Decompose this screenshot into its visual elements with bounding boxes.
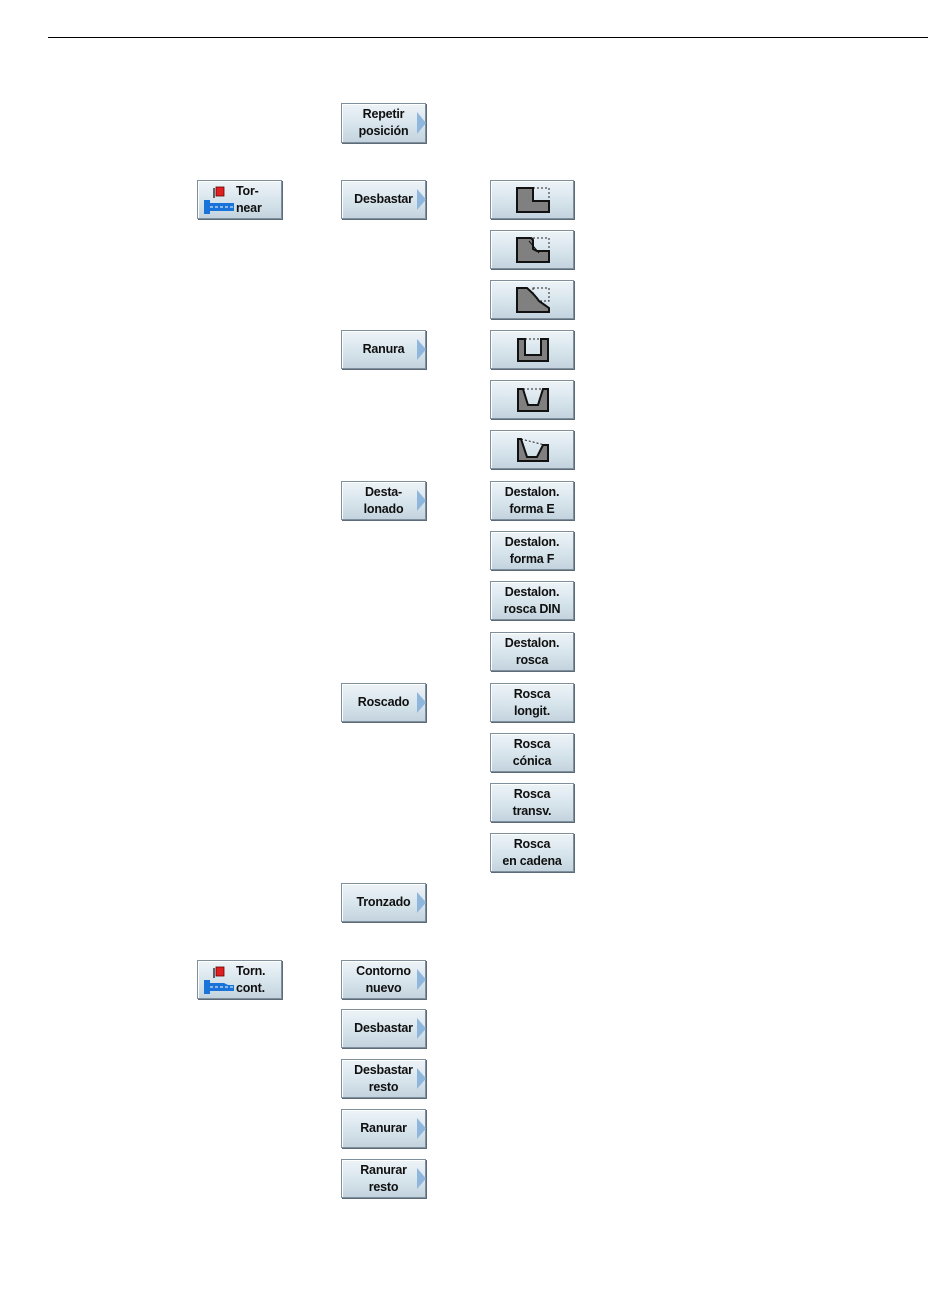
desbastar-radius-softkey[interactable] bbox=[490, 280, 574, 319]
ranurar-resto-label: Ranurar resto bbox=[342, 1160, 425, 1197]
rosca-en-cadena-label: Rosca en cadena bbox=[491, 834, 573, 871]
rosca-conica-label: Rosca cónica bbox=[491, 734, 573, 771]
ranura-rect-softkey[interactable] bbox=[490, 330, 574, 369]
header-rule bbox=[48, 37, 928, 38]
ranurar-softkey[interactable]: Ranurar bbox=[341, 1109, 426, 1148]
destalon-rosca-din-label: Destalon. rosca DIN bbox=[491, 582, 573, 619]
tornear-label: Tor- near bbox=[236, 181, 281, 218]
lathe-icon bbox=[202, 185, 236, 215]
desbastar-label: Desbastar bbox=[342, 181, 425, 218]
rosca-transv-label: Rosca transv. bbox=[491, 784, 573, 821]
tronzado-softkey[interactable]: Tronzado bbox=[341, 883, 426, 922]
contorno-nuevo-label: Contorno nuevo bbox=[342, 961, 425, 998]
rect-stock-icon bbox=[515, 187, 551, 213]
tronzado-label: Tronzado bbox=[342, 884, 425, 921]
groove-rect-icon bbox=[515, 337, 551, 363]
desbastar-contour-label: Desbastar bbox=[342, 1010, 425, 1047]
desbastar-chamfer-softkey[interactable] bbox=[490, 230, 574, 269]
contorno-nuevo-softkey[interactable]: Contorno nuevo bbox=[341, 960, 426, 999]
roscado-softkey[interactable]: Roscado bbox=[341, 683, 426, 722]
destalonado-label: Desta- lonado bbox=[342, 482, 425, 519]
ranura-taper-softkey[interactable] bbox=[490, 430, 574, 469]
rosca-longit-label: Rosca longit. bbox=[491, 684, 573, 721]
lathe-contour-icon bbox=[202, 965, 236, 995]
ranurar-label: Ranurar bbox=[342, 1110, 425, 1147]
repetir-posicion-label: Repetir posición bbox=[342, 104, 425, 142]
destalon-rosca-label: Destalon. rosca bbox=[491, 633, 573, 670]
tornear-softkey[interactable]: Tor- near bbox=[197, 180, 282, 219]
destalon-forma-f-label: Destalon. forma F bbox=[491, 532, 573, 569]
rosca-conica-softkey[interactable]: Rosca cónica bbox=[490, 733, 574, 772]
torn-cont-label: Torn. cont. bbox=[236, 961, 281, 998]
groove-slant-icon bbox=[515, 387, 551, 413]
rosca-en-cadena-softkey[interactable]: Rosca en cadena bbox=[490, 833, 574, 872]
desbastar-rect-softkey[interactable] bbox=[490, 180, 574, 219]
desbastar-contour-softkey[interactable]: Desbastar bbox=[341, 1009, 426, 1048]
destalonado-softkey[interactable]: Desta- lonado bbox=[341, 481, 426, 520]
desbastar-resto-softkey[interactable]: Desbastar resto bbox=[341, 1059, 426, 1098]
chamfer-stock-icon bbox=[515, 237, 551, 263]
rosca-transv-softkey[interactable]: Rosca transv. bbox=[490, 783, 574, 822]
radius-stock-icon bbox=[515, 287, 551, 313]
destalon-rosca-softkey[interactable]: Destalon. rosca bbox=[490, 632, 574, 671]
rosca-longit-softkey[interactable]: Rosca longit. bbox=[490, 683, 574, 722]
torn-cont-softkey[interactable]: Torn. cont. bbox=[197, 960, 282, 999]
destalon-forma-e-label: Destalon. forma E bbox=[491, 482, 573, 519]
destalon-rosca-din-softkey[interactable]: Destalon. rosca DIN bbox=[490, 581, 574, 620]
ranura-label: Ranura bbox=[342, 331, 425, 368]
destalon-forma-f-softkey[interactable]: Destalon. forma F bbox=[490, 531, 574, 570]
ranura-softkey[interactable]: Ranura bbox=[341, 330, 426, 369]
repetir-posicion-softkey[interactable]: Repetir posición bbox=[341, 103, 426, 143]
destalon-forma-e-softkey[interactable]: Destalon. forma E bbox=[490, 481, 574, 520]
groove-taper-icon bbox=[515, 437, 551, 463]
roscado-label: Roscado bbox=[342, 684, 425, 721]
desbastar-resto-label: Desbastar resto bbox=[342, 1060, 425, 1097]
ranura-slant-softkey[interactable] bbox=[490, 380, 574, 419]
desbastar-softkey[interactable]: Desbastar bbox=[341, 180, 426, 219]
ranurar-resto-softkey[interactable]: Ranurar resto bbox=[341, 1159, 426, 1198]
